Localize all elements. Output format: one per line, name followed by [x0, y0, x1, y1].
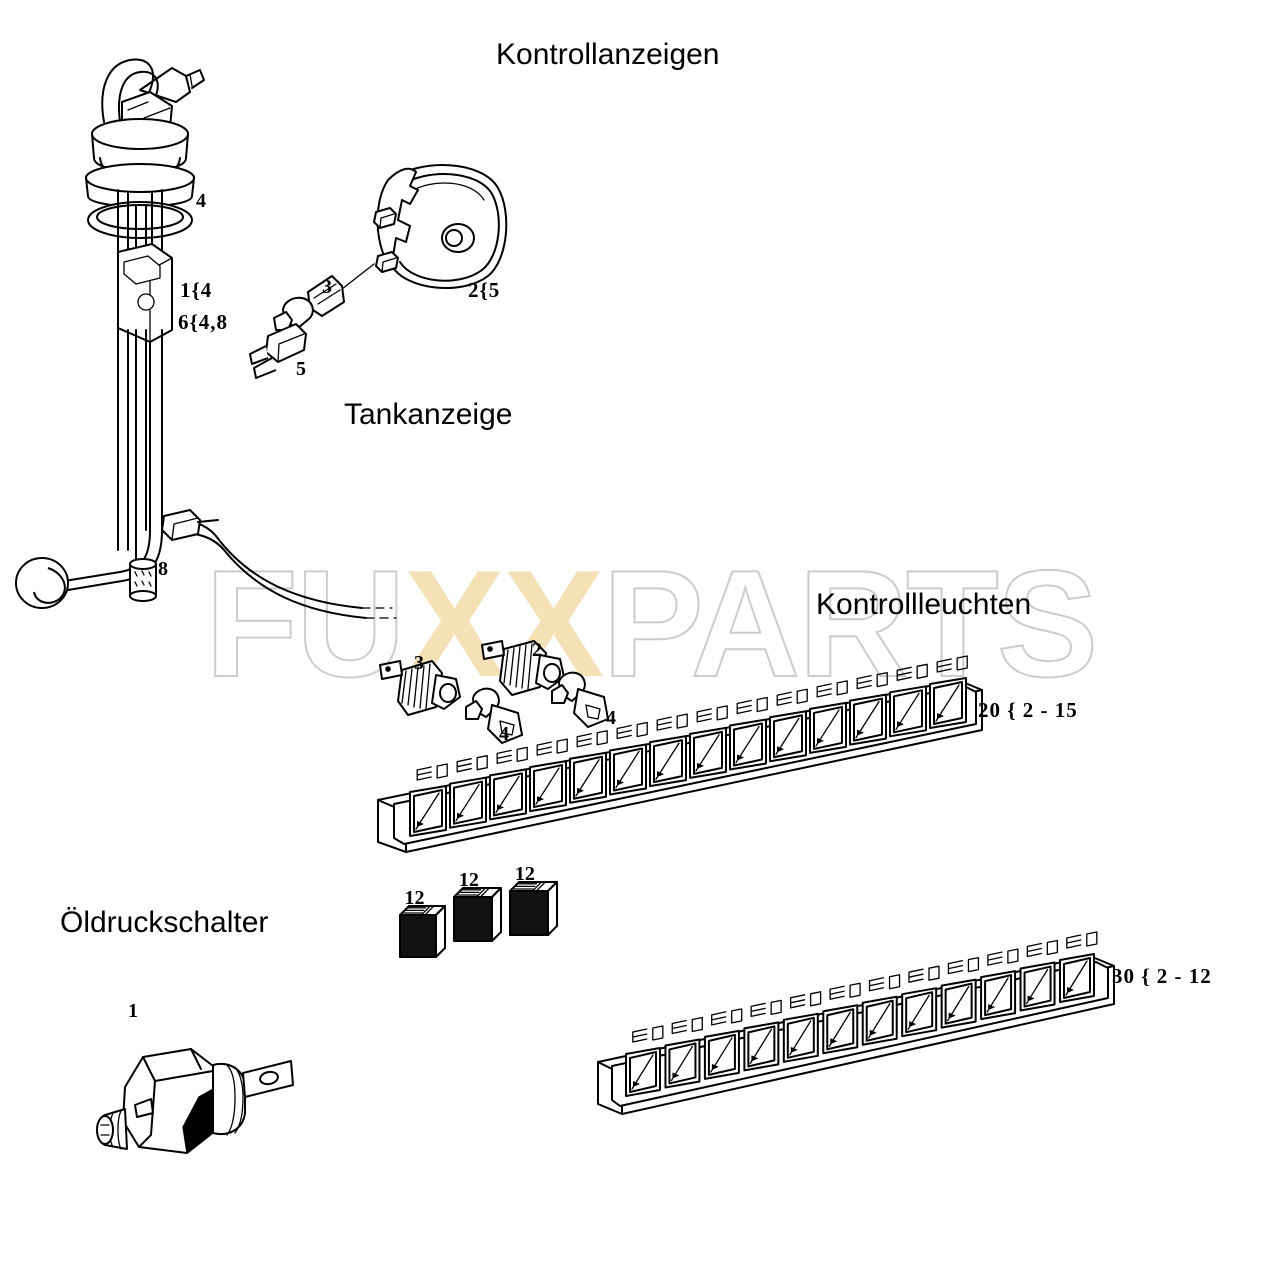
switch-upper-12-1[interactable]: 12: [452, 869, 503, 959]
label-gauge-qty: 2{5: [468, 278, 501, 302]
switch-upper-12-0[interactable]: 12: [398, 887, 447, 975]
fuel-level-sender-drawing: [15, 58, 397, 619]
label-strip-lower-qty: 30 { 2 - 12: [1112, 964, 1212, 988]
page-title: Kontrollanzeigen: [496, 38, 720, 71]
heading-tankanzeige: Tankanzeige: [344, 398, 513, 431]
label-bulb-2: 2: [532, 639, 542, 661]
switch-label-12: 12: [404, 887, 425, 909]
label-sender-grommet: 8: [158, 558, 168, 580]
switch-label-12: 12: [514, 863, 535, 885]
label-sender-qty-1: 1{4: [180, 278, 213, 302]
label-gauge-bulb: 3: [322, 276, 332, 298]
indicator-strip-lower: [597, 931, 1115, 1115]
label-gauge-connector: 5: [296, 358, 306, 380]
switch-label-12: 12: [458, 869, 479, 891]
indicator-strip-upper: [377, 655, 983, 853]
label-sender-ring: 4: [196, 190, 206, 212]
label-bulb-4-left: 4: [499, 723, 509, 745]
fuel-gauge-drawing: [249, 164, 508, 379]
label-strip-upper-qty: 20 { 2 - 15: [978, 698, 1078, 722]
heading-kontrollleuchten: Kontrollleuchten: [816, 588, 1032, 621]
label-oil-switch: 1: [128, 1000, 138, 1022]
switch-upper-12-2[interactable]: 12: [508, 863, 559, 953]
label-sender-qty-6: 6{4,8: [178, 310, 229, 334]
label-bulb-3: 3: [414, 652, 424, 674]
bulb-holders-drawing: [379, 640, 609, 744]
oil-pressure-switch-drawing: [96, 1048, 294, 1154]
label-bulb-4-right: 4: [606, 707, 616, 729]
heading-oeldruckschalter: Öldruckschalter: [60, 906, 269, 939]
